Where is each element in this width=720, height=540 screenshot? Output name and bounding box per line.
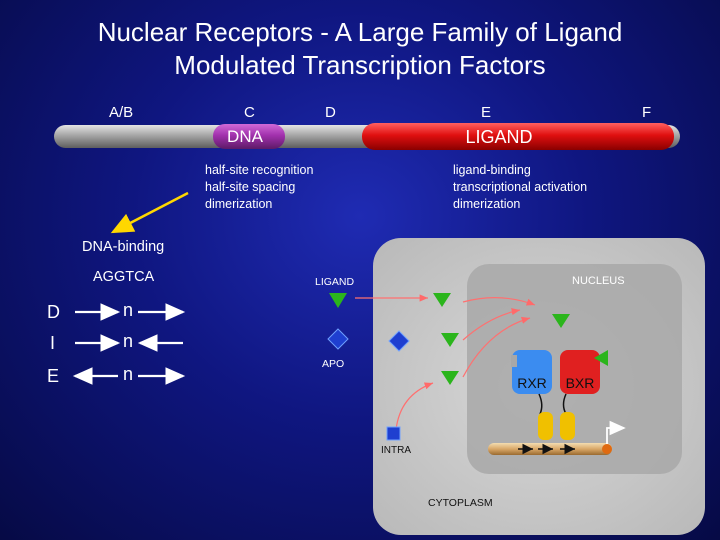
bxr-dna-binding-domain [560, 412, 575, 440]
bxr-label: BXR [566, 375, 595, 391]
domain-label-ab: A/B [109, 104, 134, 121]
ligand-domain-notes: ligand-binding transcriptional activatio… [453, 163, 588, 211]
spacing-n-label: n [123, 364, 134, 384]
rxr-label: RXR [517, 375, 547, 391]
dna-domain-notes: half-site recognition half-site spacing … [205, 163, 314, 211]
intra-label: INTRA [381, 445, 411, 456]
bxr-receptor [560, 350, 600, 394]
ligand-triangle-icon [433, 293, 451, 307]
domain-label-d: D [325, 104, 336, 121]
nuclear-entry-arrow [462, 316, 531, 378]
transcription-start-arrow [606, 420, 626, 444]
rxr-dna-binding-domain [538, 412, 553, 440]
receptor-bar [54, 123, 680, 150]
ligand-triangle-icon [441, 333, 459, 347]
domain-label-e: E [481, 104, 492, 121]
domain-label-f: F [642, 104, 652, 121]
rxr-receptor [512, 350, 552, 394]
nuclear-entry-arrow [462, 308, 521, 341]
spacing-n-label: n [123, 331, 134, 351]
ligand-triangle-icon [552, 314, 570, 328]
pointer-arrow [110, 191, 189, 234]
ligand-domain-segment [362, 123, 674, 150]
ligand-triangle-icon [329, 293, 347, 308]
title-line-2: Modulated Transcription Factors [174, 50, 546, 80]
nucleus-label: NUCLEUS [572, 275, 625, 287]
motif-label: AGGTCA [93, 269, 155, 285]
nuclear-entry-arrow [462, 297, 536, 306]
cytoplasm-label: CYTOPLASM [428, 497, 493, 509]
cell-diagram: LIGAND APO NUCLEUS RXR BXR INTRA CYTOPLA… [315, 238, 705, 535]
cell-apo-label: APO [322, 358, 344, 370]
spacing-arrows [72, 303, 186, 385]
spacing-type-label: I [50, 333, 56, 353]
dna-domain-segment [213, 124, 285, 149]
domain-label-c: C [244, 104, 255, 121]
title-line-1: Nuclear Receptors - A Large Family of Li… [97, 17, 623, 47]
apo-diamond-icon [327, 328, 349, 350]
ligand-domain-label: LIGAND [465, 127, 532, 147]
apo-diamond-icon [388, 330, 410, 352]
dna-domain-label: DNA [227, 127, 264, 146]
spacing-type-label: D [47, 302, 60, 322]
slide-title: Nuclear Receptors - A Large Family of Li… [0, 16, 720, 82]
spacing-n-label: n [123, 300, 134, 320]
ligand-triangle-icon [594, 350, 608, 366]
intracrine-arrow [395, 382, 434, 431]
intra-square-icon [386, 426, 401, 441]
spacing-type-label: E [47, 366, 60, 386]
dna-binding-label: DNA-binding [82, 239, 165, 255]
ligand-triangle-icon [441, 371, 459, 385]
cell-ligand-label: LIGAND [315, 276, 355, 288]
